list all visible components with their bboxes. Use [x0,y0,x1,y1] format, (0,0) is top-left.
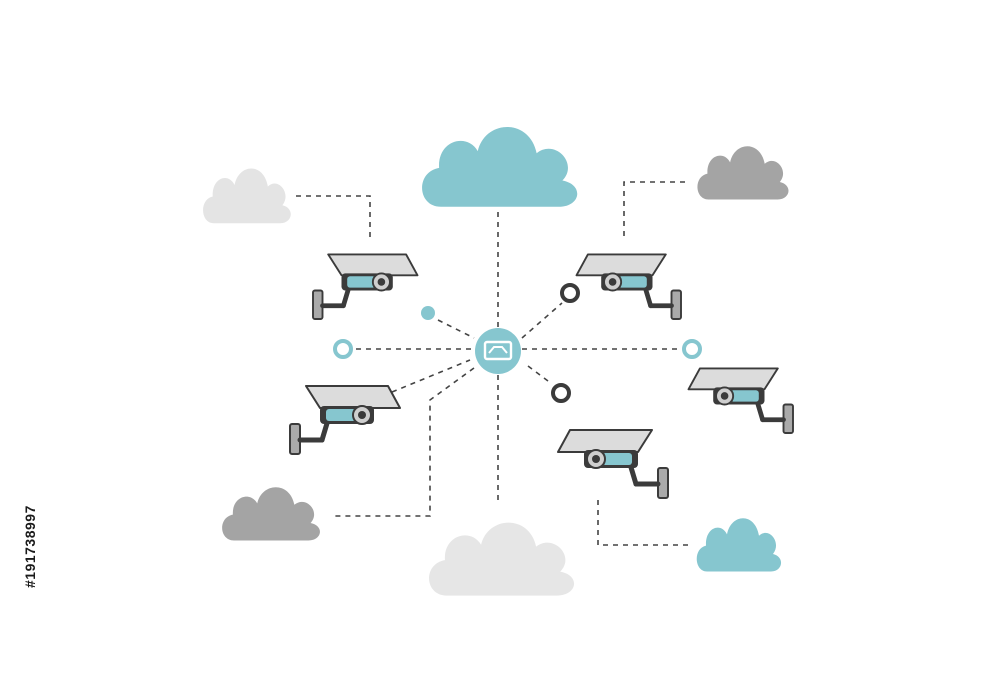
cloud-top-right [697,146,789,200]
security-camera-icon [689,368,794,433]
network-hub-icon [475,328,521,374]
node-circles [333,283,702,403]
node-circle-icon [551,383,571,403]
cloud-top-center [422,126,578,207]
stock-id-label: #191738997 [22,505,38,588]
node-circle-icon [333,339,353,359]
cloud-bottom-right [696,518,782,572]
node-circle-icon [560,283,580,303]
cloud-bottom-left [222,487,320,541]
cloud-bottom-center [429,522,575,596]
security-camera-icon [577,254,682,319]
connection-lines [296,181,690,546]
node-circle-icon [421,306,435,320]
security-camera-icon [313,254,418,319]
security-camera-icon [290,386,400,454]
cloud-top-left [203,168,291,224]
security-camera-icon [558,430,668,498]
node-circle-icon [682,339,702,359]
